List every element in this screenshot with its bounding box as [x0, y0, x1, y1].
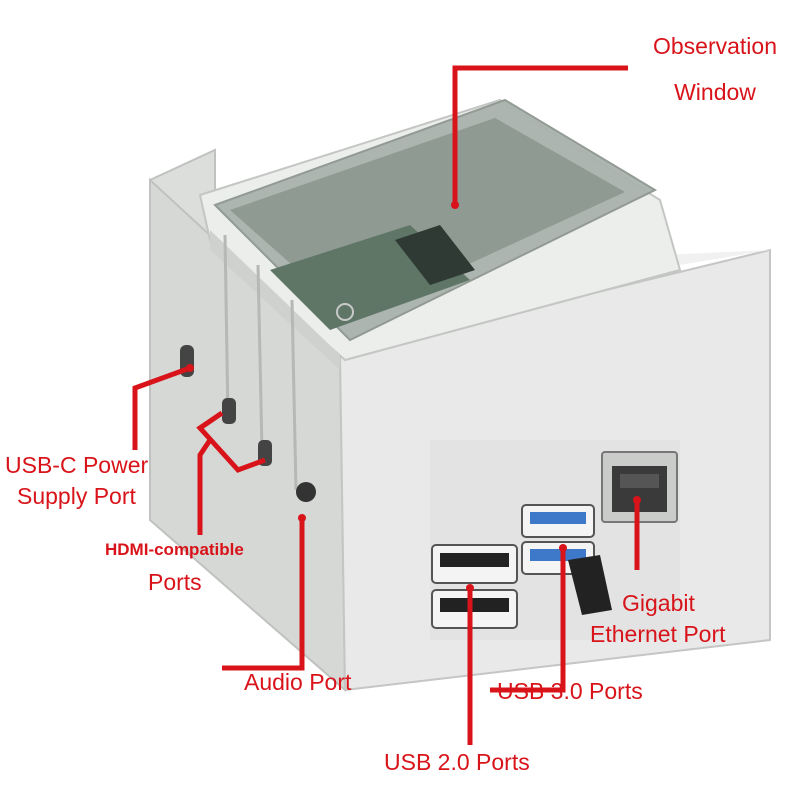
hdmi-label-line1: HDMI-compatible	[105, 540, 244, 559]
enclosure-illustration	[149, 98, 771, 693]
usb-c-power-label: USB-C Power Supply Port	[5, 451, 148, 510]
usb2-ports	[431, 544, 518, 629]
ethernet-label-line1: Gigabit	[622, 590, 695, 616]
ethernet-label-line2: Ethernet Port	[590, 621, 726, 647]
hdmi-port-1	[222, 398, 236, 424]
hdmi-leader-stem	[197, 438, 213, 535]
usb-c-power-label-line2: Supply Port	[17, 483, 136, 509]
usb-c-power-label-line1: USB-C Power	[5, 452, 149, 478]
usb3-ports-label: USB 3.0 Ports	[497, 678, 643, 704]
observation-window-label: Observation Window	[635, 32, 795, 106]
usb-c-leader	[132, 365, 191, 450]
hdmi-label-line2: Ports	[148, 569, 202, 595]
usb2-ports-label: USB 2.0 Ports	[384, 749, 530, 775]
audio-jack	[296, 482, 316, 502]
observation-window-leader	[452, 65, 628, 205]
observation-window-label-line1: Observation	[652, 33, 777, 59]
audio-port-label: Audio Port	[244, 669, 352, 695]
hdmi-leader	[196, 410, 266, 473]
ethernet-label: Gigabit Ethernet Port	[590, 589, 726, 648]
callout-lines	[132, 65, 641, 745]
observation-window-label-line2: Window	[674, 79, 756, 105]
usb3-leader	[490, 548, 566, 693]
audio-leader	[222, 518, 305, 671]
